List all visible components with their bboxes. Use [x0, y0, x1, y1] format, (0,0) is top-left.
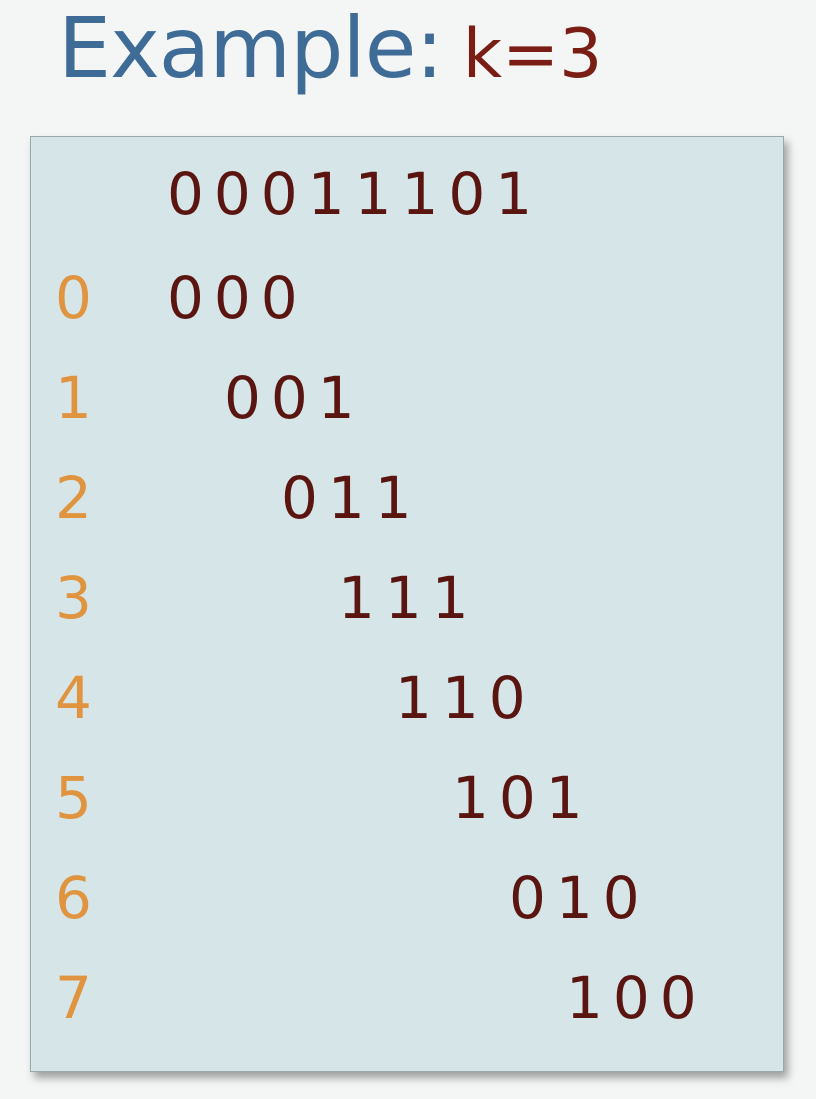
kmer-row: 2 011 [31, 469, 783, 549]
kmer-value: 101 [452, 764, 593, 832]
title-k-value: k=3 [462, 15, 603, 94]
kmer-index: 0 [55, 264, 92, 332]
kmer-index: 2 [55, 464, 92, 532]
kmer-index: 6 [55, 864, 92, 932]
kmer-value: 110 [395, 664, 536, 732]
kmer-index: 4 [55, 664, 92, 732]
kmer-value: 010 [509, 864, 650, 932]
kmer-row: 7 100 [31, 969, 783, 1049]
kmer-index: 3 [55, 564, 92, 632]
kmer-row: 1 001 [31, 369, 783, 449]
kmer-row: 3 111 [31, 569, 783, 649]
page-title: Example:k=3 [58, 6, 602, 90]
title-main: Example: [58, 0, 444, 97]
kmer-row: 6 010 [31, 869, 783, 949]
kmer-index: 7 [55, 964, 92, 1032]
kmer-index: 1 [55, 364, 92, 432]
kmer-row: 4 110 [31, 669, 783, 749]
kmer-index: 5 [55, 764, 92, 832]
kmer-row: 0 000 [31, 269, 783, 349]
example-panel: 00011101 0 000 1 001 2 011 3 111 4 110 5… [30, 136, 784, 1072]
kmer-value: 111 [338, 564, 479, 632]
kmer-value: 100 [566, 964, 707, 1032]
kmer-row: 5 101 [31, 769, 783, 849]
kmer-value: 000 [167, 264, 308, 332]
kmer-value: 001 [224, 364, 365, 432]
binary-sequence: 00011101 [167, 160, 543, 228]
kmer-value: 011 [281, 464, 422, 532]
